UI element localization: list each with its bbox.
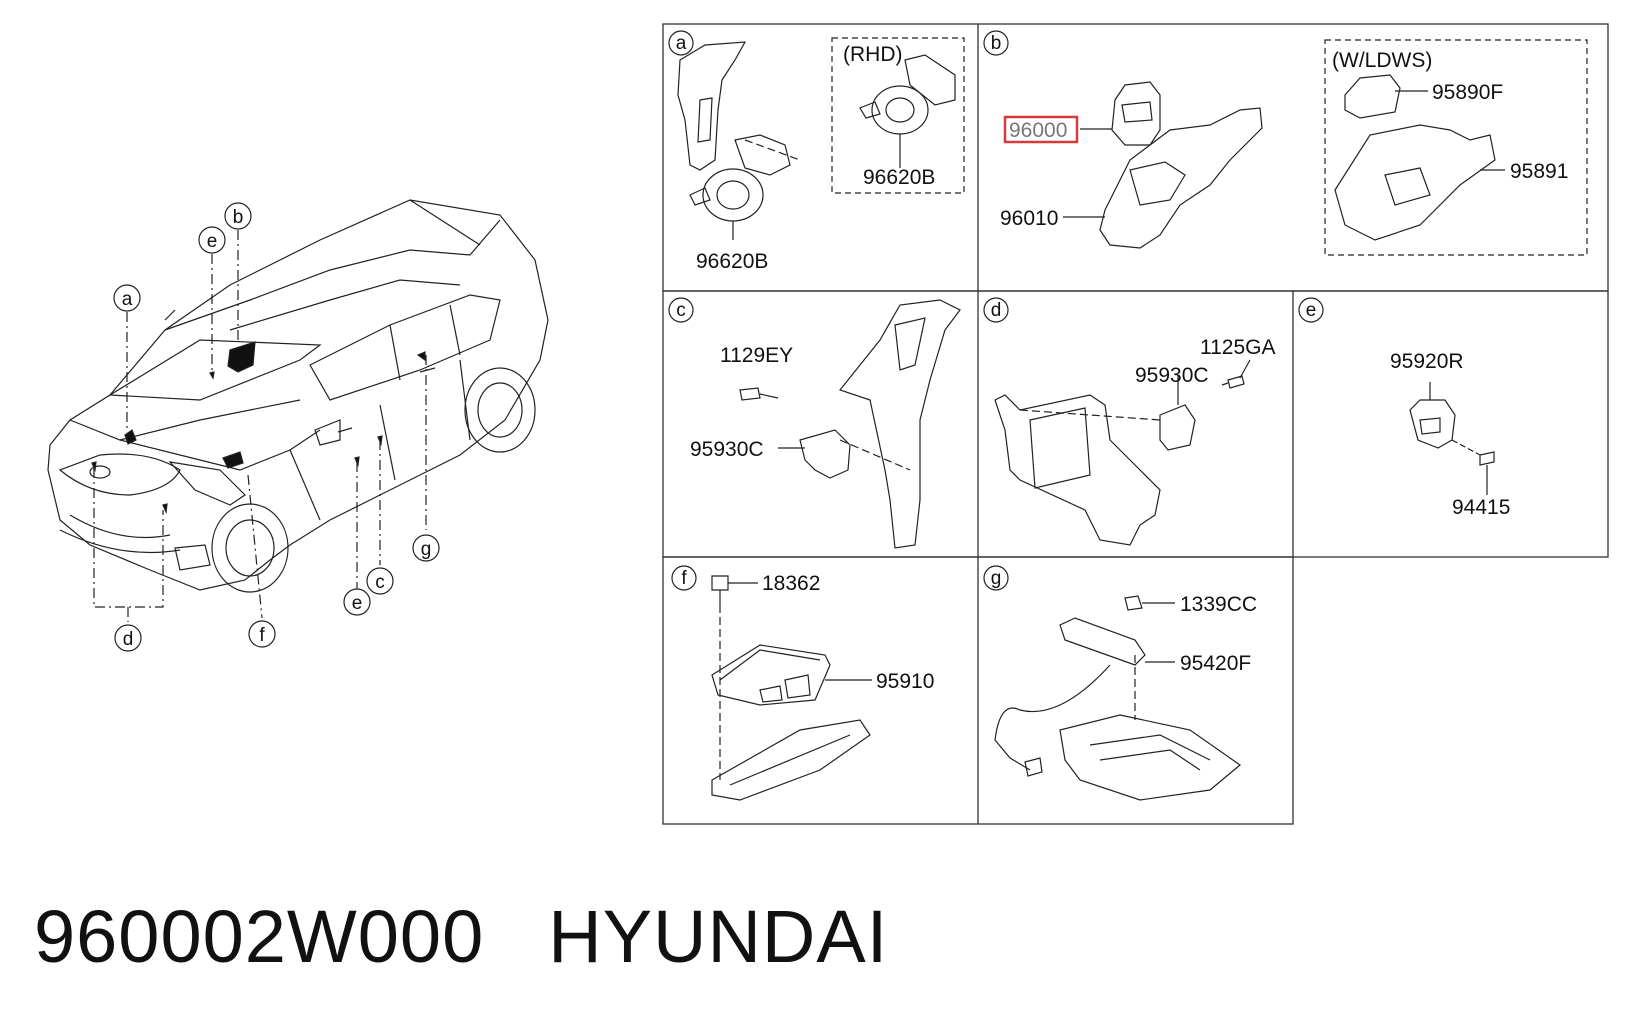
part-95910: 95910 xyxy=(876,670,934,693)
panel-e-drawing xyxy=(1409,382,1495,495)
panel-b-letter: b xyxy=(983,30,1009,56)
part-96620B-rhd: 96620B xyxy=(863,166,935,189)
panel-g-drawing xyxy=(994,595,1241,801)
part-95890F: 95890F xyxy=(1432,81,1503,104)
callout-d: d xyxy=(114,624,142,652)
parts-diagram: a b c d e e f g a b c d e f g (RHD) 9662… xyxy=(47,23,1609,825)
footer-part-number: 960002W000 xyxy=(34,895,485,978)
footer-brand: HYUNDAI xyxy=(548,895,889,978)
highlight-box xyxy=(1003,115,1079,144)
part-18362: 18362 xyxy=(762,572,820,595)
panel-f-drawing xyxy=(711,575,872,801)
callout-b-text: b xyxy=(233,207,244,228)
footer: 960002W000 HYUNDAI xyxy=(34,882,888,992)
callout-f-text: f xyxy=(259,625,265,646)
panel-c-letter: c xyxy=(668,297,694,323)
callout-c-text: c xyxy=(375,572,385,593)
callout-e-bottom-text: e xyxy=(352,593,363,614)
callout-a-text: a xyxy=(122,289,133,310)
part-95920R: 95920R xyxy=(1390,350,1464,373)
panel-a-letter: a xyxy=(668,30,694,56)
panel-d-drawing xyxy=(994,359,1251,546)
part-1129EY: 1129EY xyxy=(720,344,793,367)
panel-c-letter-text: c xyxy=(676,300,686,321)
part-96010: 96010 xyxy=(1000,207,1058,230)
callout-b: b xyxy=(224,202,252,230)
panel-b-drawing xyxy=(1063,39,1588,256)
panel-d-letter: d xyxy=(983,297,1009,323)
callout-d-text: d xyxy=(123,629,134,650)
callout-e-top-text: e xyxy=(207,231,218,252)
panel-g-letter-text: g xyxy=(991,568,1002,589)
panel-b-variant-label: (W/LDWS) xyxy=(1332,49,1432,72)
panel-e-letter-text: e xyxy=(1306,300,1317,321)
panel-e-letter: e xyxy=(1298,297,1324,323)
part-96000-highlighted: 96000 xyxy=(1009,119,1067,142)
callout-g: g xyxy=(412,534,440,562)
panel-a-drawing xyxy=(677,37,965,240)
panel-d-letter-text: d xyxy=(991,300,1002,321)
panel-a-variant-label: (RHD) xyxy=(843,43,902,66)
part-95930C-d: 95930C xyxy=(1135,364,1209,387)
panel-b-letter-text: b xyxy=(991,33,1002,54)
panel-f-letter-text: f xyxy=(681,568,687,589)
panel-g-letter: g xyxy=(983,565,1009,591)
car-overview xyxy=(47,199,549,622)
part-95930C-c: 95930C xyxy=(690,438,764,461)
callout-c: c xyxy=(366,567,394,595)
panel-letters: a b c d e f g xyxy=(668,30,1324,591)
part-1125GA: 1125GA xyxy=(1200,336,1276,359)
part-96620B: 96620B xyxy=(696,250,768,273)
panel-f-letter: f xyxy=(671,565,697,591)
part-labels: (RHD) 96620B 96620B 96000 96010 (W/LDWS)… xyxy=(690,43,1568,693)
part-95420F: 95420F xyxy=(1180,652,1251,675)
part-95891: 95891 xyxy=(1510,160,1568,183)
panel-a-letter-text: a xyxy=(676,33,687,54)
panel-grid xyxy=(662,23,1609,825)
callout-e-top: e xyxy=(198,226,226,254)
car-callouts: a b c d e e f g xyxy=(113,202,440,652)
callout-f: f xyxy=(248,620,276,648)
part-1339CC: 1339CC xyxy=(1180,593,1257,616)
callout-a: a xyxy=(113,284,141,312)
callout-g-text: g xyxy=(421,539,432,560)
part-94415: 94415 xyxy=(1452,496,1510,519)
callout-e-bottom: e xyxy=(343,588,371,616)
panel-c-drawing xyxy=(739,299,961,549)
